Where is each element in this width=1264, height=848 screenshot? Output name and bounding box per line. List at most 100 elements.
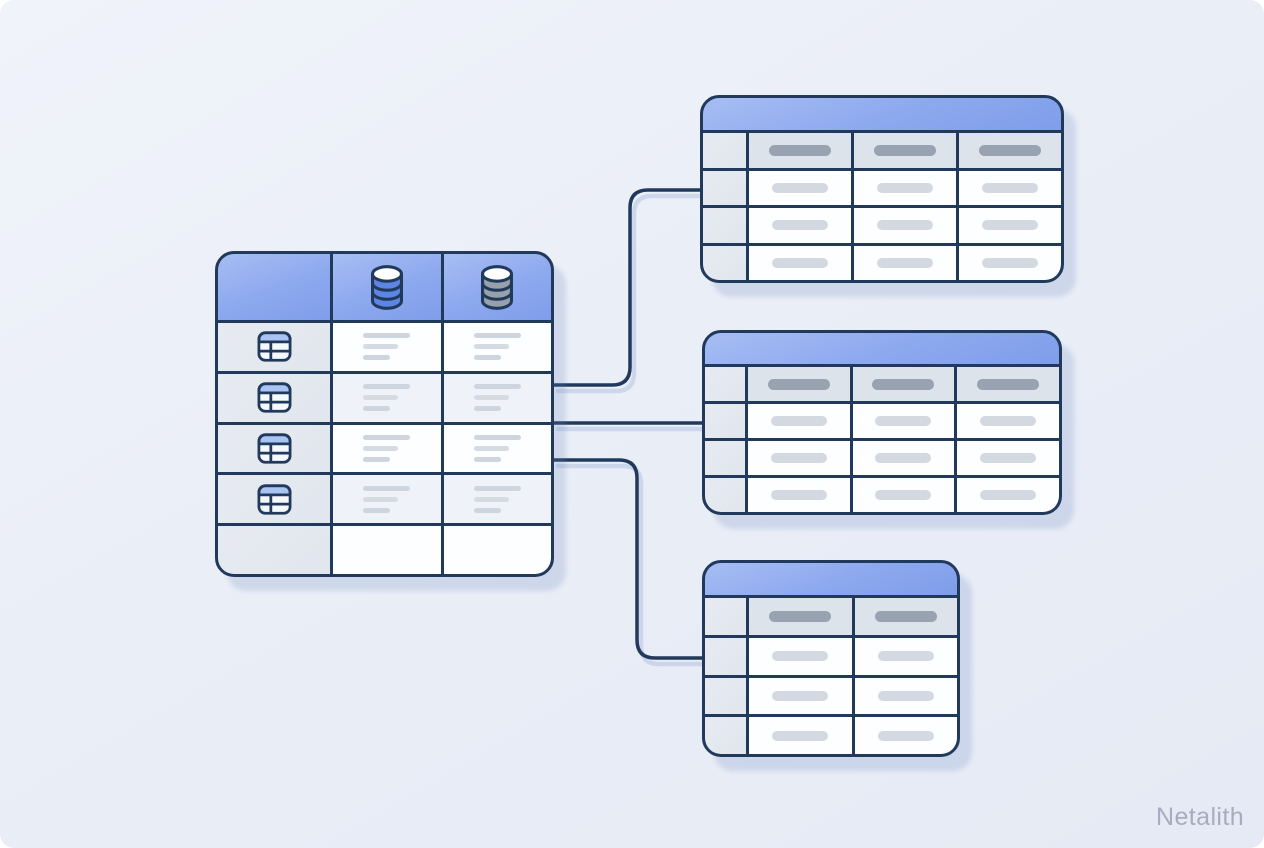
database-icon-gray	[481, 264, 514, 310]
child-table-bottom	[702, 560, 960, 757]
data-cell	[852, 478, 955, 512]
data-cell	[852, 404, 955, 438]
cell-pill	[980, 490, 1037, 500]
cell-pill	[877, 257, 933, 268]
header-pill	[977, 378, 1040, 390]
placeholder-line	[473, 496, 509, 502]
data-cell	[854, 637, 957, 675]
child-table-top-grid	[703, 133, 1061, 280]
placeholder-line	[363, 485, 411, 491]
row-label-cell	[705, 367, 745, 401]
row-label-cell	[703, 245, 746, 280]
text-placeholder	[363, 384, 411, 412]
text-placeholder	[473, 485, 521, 513]
connector-child-table-top	[552, 188, 703, 387]
text-placeholder	[363, 434, 411, 462]
cell-pill	[772, 651, 829, 662]
data-cell	[333, 323, 441, 371]
placeholder-line	[473, 333, 521, 339]
table-icon	[257, 433, 291, 464]
header-pill	[769, 610, 832, 622]
row-label-cell	[705, 598, 746, 635]
row-label-cell	[705, 677, 746, 715]
row-label-cell	[705, 637, 746, 675]
header-pill	[874, 610, 937, 622]
column-header-cell	[854, 133, 956, 168]
column-header-cell	[957, 367, 1059, 401]
header-cell-database-icon-gray	[443, 254, 551, 320]
column-header-cell	[748, 367, 850, 401]
data-cell	[443, 323, 551, 371]
placeholder-line	[363, 496, 399, 502]
placeholder-line	[473, 406, 501, 412]
row-label-cell	[703, 133, 746, 168]
data-cell	[443, 526, 551, 574]
placeholder-line	[473, 445, 509, 451]
placeholder-line	[363, 406, 391, 412]
text-placeholder	[473, 434, 521, 462]
row-label-cell	[705, 478, 745, 512]
data-cell	[749, 637, 852, 675]
cell-pill	[980, 453, 1037, 463]
source-table-grid	[218, 254, 551, 574]
child-table-middle-grid	[705, 367, 1059, 512]
text-placeholder	[363, 333, 411, 361]
row-label-cell	[703, 208, 746, 243]
data-cell	[333, 373, 441, 422]
placeholder-line	[363, 344, 399, 350]
cell-pill	[877, 690, 934, 701]
cell-pill	[982, 220, 1038, 231]
watermark: Netalith	[1156, 803, 1244, 831]
cell-pill	[772, 690, 829, 701]
column-header-cell	[749, 598, 852, 635]
cell-pill	[875, 490, 932, 500]
data-cell	[959, 245, 1061, 280]
table-header-band	[703, 98, 1061, 133]
connector-shadow	[555, 193, 708, 394]
data-cell	[749, 245, 851, 280]
row-label-cell	[705, 441, 745, 475]
child-table-bottom-grid	[705, 598, 957, 754]
table-header-band	[705, 563, 957, 598]
placeholder-line	[473, 384, 521, 390]
text-placeholder	[363, 485, 411, 513]
data-cell	[957, 441, 1059, 475]
header-pill	[979, 144, 1041, 156]
header-pill	[769, 144, 831, 156]
data-cell	[749, 170, 851, 205]
column-header-cell	[959, 133, 1061, 168]
column-header-cell	[749, 133, 851, 168]
connector-shadow	[555, 463, 710, 667]
child-table-middle	[702, 330, 1062, 515]
connector-child-table-bottom	[552, 458, 705, 660]
header-pill	[767, 378, 830, 390]
cell-pill	[877, 651, 934, 662]
row-icon-cell	[218, 373, 330, 422]
data-cell	[748, 478, 850, 512]
data-cell	[852, 441, 955, 475]
placeholder-line	[473, 507, 501, 513]
placeholder-line	[473, 485, 521, 491]
row-label-cell	[703, 170, 746, 205]
cell-pill	[772, 730, 829, 741]
child-table-top	[700, 95, 1064, 283]
data-cell	[959, 208, 1061, 243]
cell-pill	[875, 416, 932, 426]
data-cell	[749, 717, 852, 754]
header-pill	[872, 378, 935, 390]
placeholder-line	[363, 507, 391, 513]
cell-pill	[875, 453, 932, 463]
row-icon-cell	[218, 323, 330, 371]
cell-pill	[877, 730, 934, 741]
placeholder-line	[473, 456, 501, 462]
data-cell	[749, 677, 852, 715]
row-icon-cell-empty	[218, 526, 330, 574]
cell-pill	[770, 453, 827, 463]
cell-pill	[770, 490, 827, 500]
cell-pill	[772, 257, 828, 268]
data-cell	[854, 170, 956, 205]
database-icon-blue	[370, 264, 403, 310]
data-cell	[443, 475, 551, 524]
data-cell	[854, 717, 957, 754]
